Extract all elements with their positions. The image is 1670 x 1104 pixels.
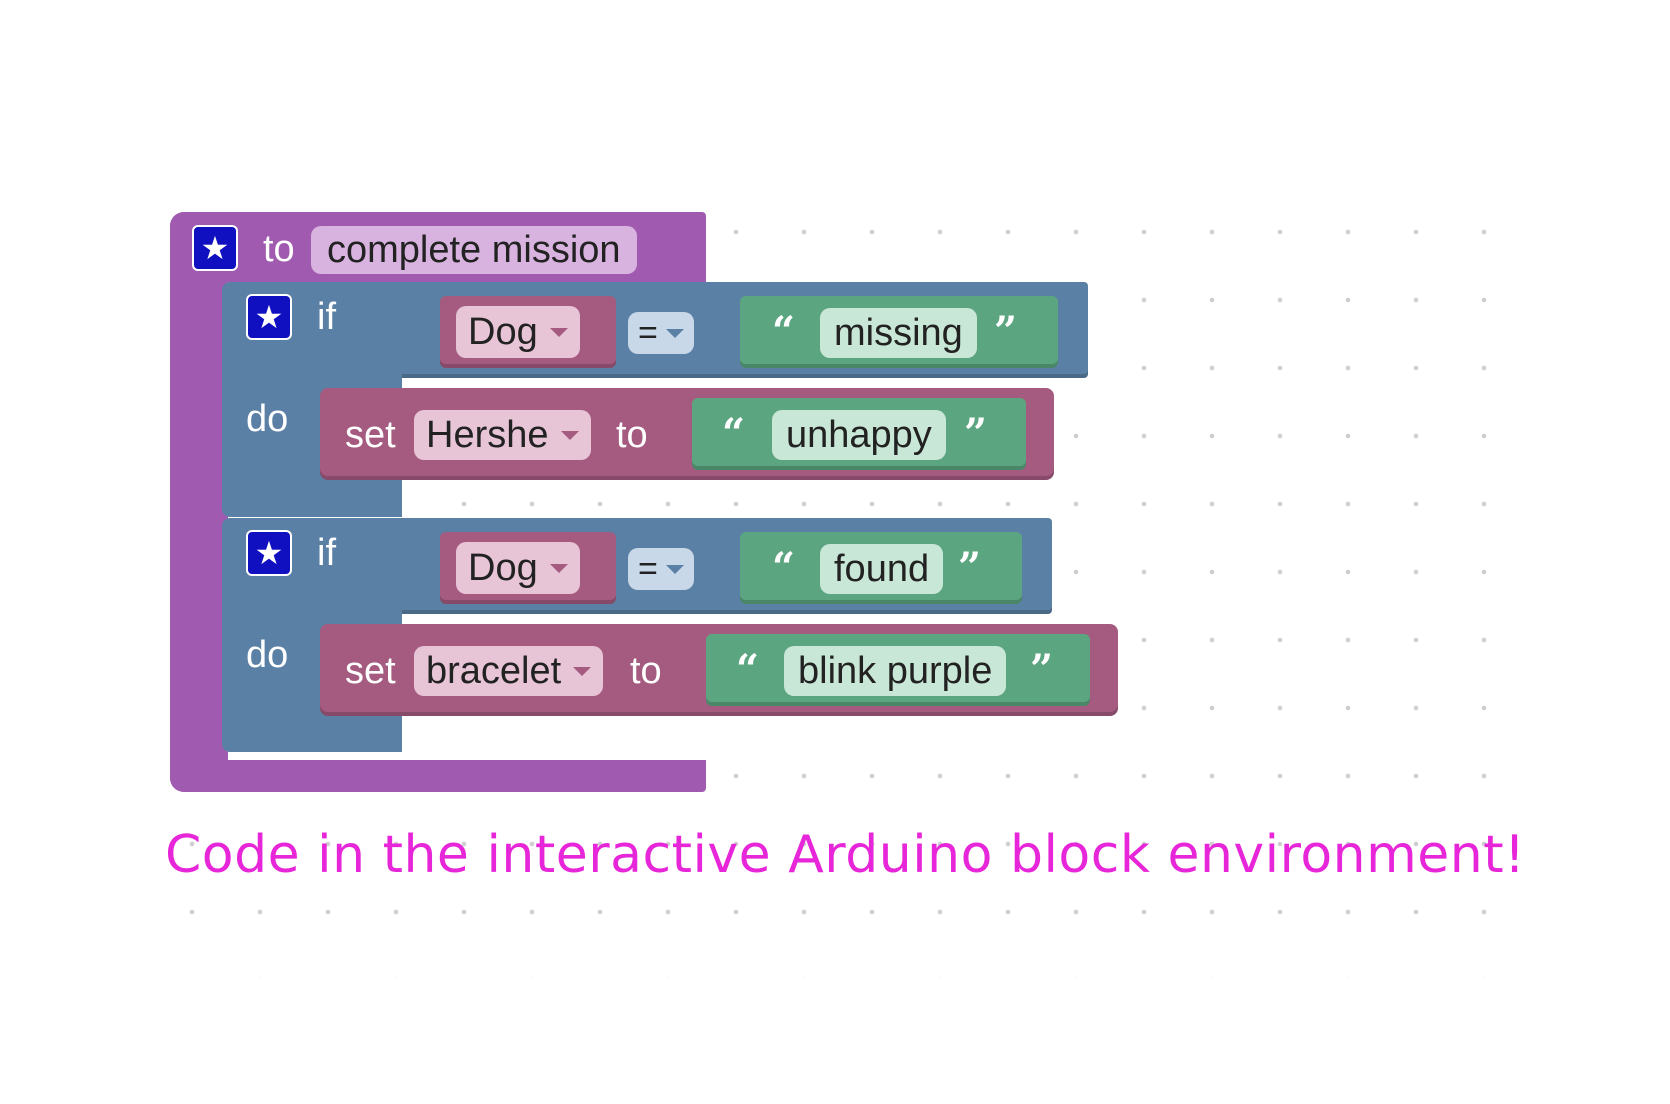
if-label: if [317, 296, 336, 338]
open-quote-icon: “ [722, 410, 746, 457]
variable-name: Dog [468, 546, 538, 589]
variable-name: Dog [468, 310, 538, 353]
procedure-footer[interactable] [170, 760, 706, 792]
to-label: to [616, 414, 648, 456]
text-value-field[interactable]: missing [820, 308, 977, 358]
to-label: to [630, 650, 662, 692]
dropdown-arrow-icon [665, 564, 684, 574]
dropdown-arrow-icon [549, 563, 568, 573]
variable-dropdown[interactable]: Dog [456, 542, 580, 594]
variable-name: Hershe [426, 413, 549, 456]
do-label: do [246, 398, 289, 440]
caption-text: Code in the interactive Arduino block en… [165, 825, 1526, 885]
dropdown-arrow-icon [549, 327, 568, 337]
text-value-field[interactable]: found [820, 544, 944, 594]
open-quote-icon: “ [772, 544, 796, 591]
star-icon[interactable]: ★ [192, 225, 238, 271]
close-quote-icon: ” [1030, 646, 1054, 693]
set-label: set [345, 414, 396, 456]
do-label: do [246, 634, 289, 676]
operator-dropdown[interactable]: = [628, 548, 694, 590]
procedure-block[interactable] [170, 212, 228, 792]
operator-symbol: = [638, 313, 658, 352]
procedure-to-label: to [263, 228, 295, 270]
operator-dropdown[interactable]: = [628, 312, 694, 354]
star-icon[interactable]: ★ [246, 294, 292, 340]
close-quote-icon: ” [958, 544, 982, 591]
dropdown-arrow-icon [665, 328, 684, 338]
variable-dropdown[interactable]: Dog [456, 306, 580, 358]
procedure-name-field[interactable]: complete mission [311, 226, 637, 274]
dropdown-arrow-icon [573, 666, 592, 676]
open-quote-icon: “ [772, 308, 796, 355]
variable-dropdown[interactable]: Hershe [414, 410, 591, 460]
close-quote-icon: ” [994, 308, 1018, 355]
if-label: if [317, 532, 336, 574]
text-value-field[interactable]: unhappy [772, 410, 946, 460]
open-quote-icon: “ [736, 646, 760, 693]
dropdown-arrow-icon [560, 430, 579, 440]
close-quote-icon: ” [964, 410, 988, 457]
star-icon[interactable]: ★ [246, 530, 292, 576]
variable-name: bracelet [426, 649, 562, 692]
set-label: set [345, 650, 396, 692]
text-value-field[interactable]: blink purple [784, 646, 1007, 696]
operator-symbol: = [638, 549, 658, 588]
variable-dropdown[interactable]: bracelet [414, 646, 604, 696]
